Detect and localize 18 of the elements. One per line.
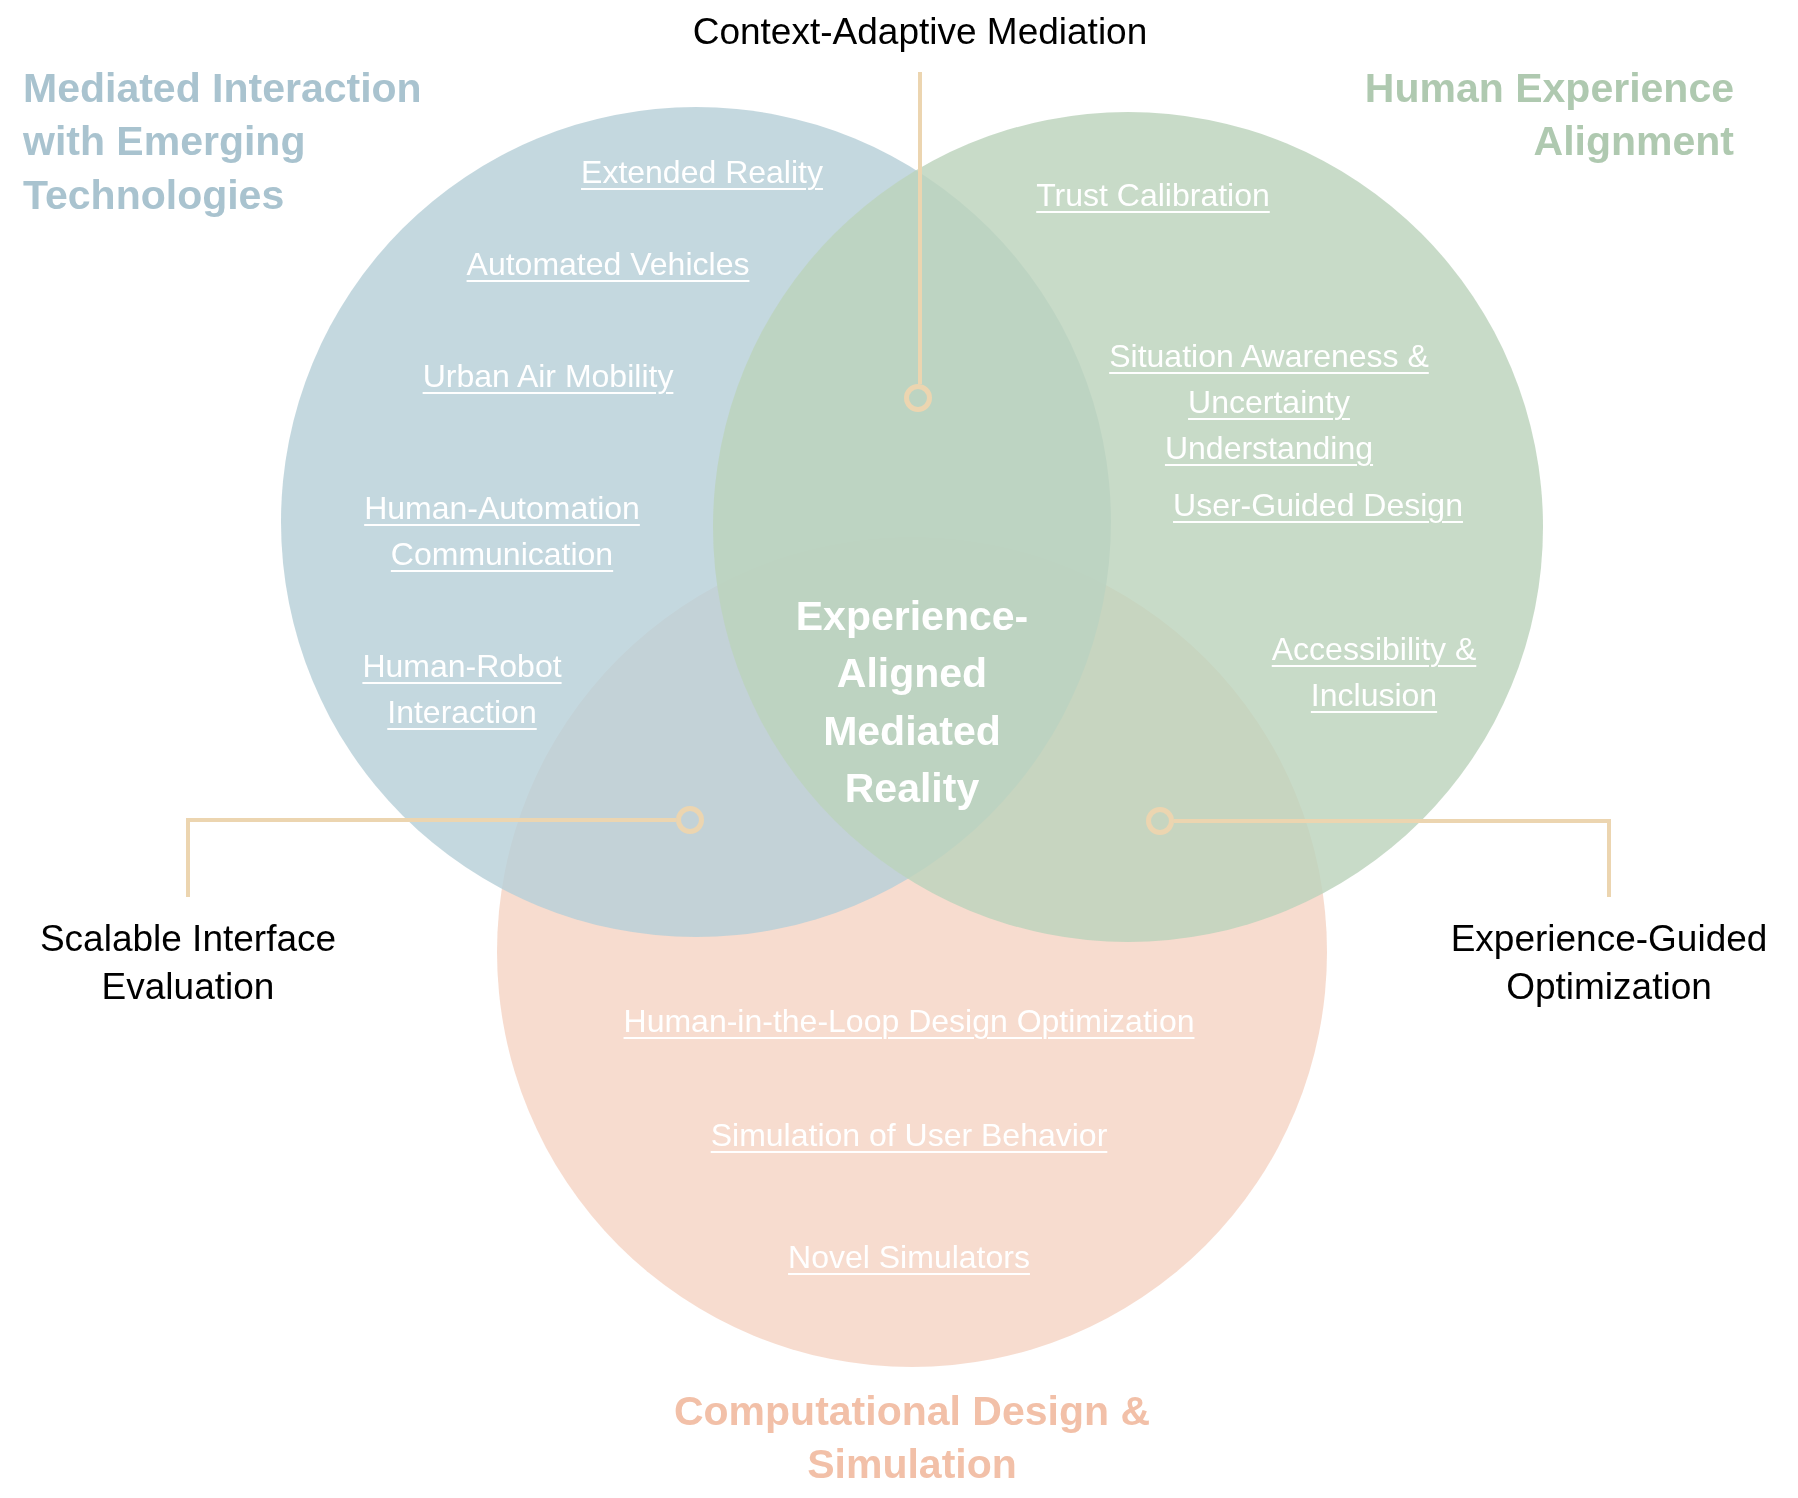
callout-label: Scalable Interface Evaluation [0, 897, 376, 1012]
topic-link: Automated Vehicles [466, 245, 750, 284]
circle-heading: Human Experience Alignment [1363, 64, 1734, 167]
leader-line [918, 72, 922, 384]
topic-link: Human-Robot Interaction [361, 647, 563, 732]
circle-heading: Computational Design & Simulation [672, 1387, 1152, 1490]
callout-label: Experience-Guided Optimization [1420, 897, 1798, 1012]
ring-marker [676, 806, 704, 834]
topic-link: Human-Automation Communication [363, 489, 641, 574]
callout-label: Context-Adaptive Mediation [600, 8, 1240, 73]
center-label: Experience-Aligned Mediated Reality [794, 592, 1030, 814]
ring-marker [1146, 807, 1174, 835]
topic-link: Urban Air Mobility [422, 357, 674, 396]
circle-heading: Mediated Interaction with Emerging Technologies [23, 64, 423, 220]
leader-line [186, 818, 676, 897]
ring-marker [904, 384, 932, 412]
leader-line [1174, 819, 1611, 897]
topic-link: Extended Reality [581, 153, 823, 192]
